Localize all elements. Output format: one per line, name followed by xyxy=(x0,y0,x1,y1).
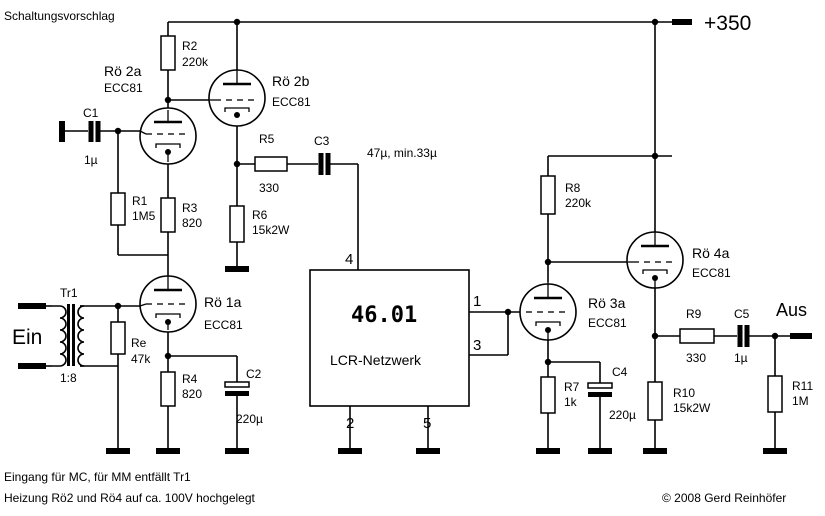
tube-ro1a-name: Rö 1a xyxy=(204,294,242,310)
tube-ro4a-type: ECC81 xyxy=(692,266,731,280)
r3-resistor xyxy=(160,197,176,233)
ground-symbols xyxy=(106,266,787,454)
c5-name: C5 xyxy=(734,307,750,321)
r4-resistor xyxy=(160,371,176,407)
r5-resistor xyxy=(254,156,288,172)
c2-name: C2 xyxy=(246,367,262,381)
r7-value: 1k xyxy=(564,395,578,409)
lcr-pin-1: 1 xyxy=(473,293,481,310)
tube-ro4a-name: Rö 4a xyxy=(692,245,730,261)
r11-value: 1M xyxy=(792,394,809,408)
lcr-module xyxy=(309,269,470,407)
r9-name: R9 xyxy=(686,307,702,321)
r10-name: R10 xyxy=(673,386,695,400)
tube-ro2a xyxy=(139,107,197,165)
c1-capacitor xyxy=(88,121,101,142)
copyright: © 2008 Gerd Reinhöfer xyxy=(662,491,786,505)
lcr-pin-3: 3 xyxy=(473,337,481,354)
capacitors xyxy=(88,121,750,397)
input-label: Ein xyxy=(12,326,42,349)
r2-value: 220k xyxy=(182,55,209,69)
c5-capacitor xyxy=(737,325,750,347)
c1-value: 1µ xyxy=(84,153,98,167)
r6-name: R6 xyxy=(252,208,268,222)
re-value: 47k xyxy=(131,352,151,366)
r4-name: R4 xyxy=(182,372,198,386)
r4-value: 820 xyxy=(182,387,202,401)
tube-ro2b xyxy=(208,69,266,127)
c2-capacitor xyxy=(224,381,250,396)
r7-name: R7 xyxy=(564,380,580,394)
tube-ro2a-name: Rö 2a xyxy=(104,63,142,79)
r3-name: R3 xyxy=(182,201,198,215)
output-label: Aus xyxy=(776,300,807,320)
r1-value: 1M5 xyxy=(132,209,156,223)
r3-value: 820 xyxy=(182,216,202,230)
c1-name: C1 xyxy=(83,106,99,120)
tube-ro2b-type: ECC81 xyxy=(272,95,311,109)
r9-resistor xyxy=(679,328,715,344)
tube-ro3a xyxy=(519,282,577,341)
c3-capacitor xyxy=(318,153,331,175)
tube-ro2a-type: ECC81 xyxy=(104,81,143,95)
r8-value: 220k xyxy=(565,196,592,210)
c4-value: 220µ xyxy=(609,408,636,422)
resistors xyxy=(110,35,783,421)
c3-name: C3 xyxy=(314,134,330,148)
re-resistor xyxy=(110,321,126,355)
r8-name: R8 xyxy=(565,181,581,195)
lcr-pin-5: 5 xyxy=(423,415,431,432)
tube-ro1a xyxy=(139,275,197,333)
r6-value: 15k2W xyxy=(252,223,290,237)
lcr-number: 46.01 xyxy=(351,303,417,328)
page-title: Schaltungsvorschlag xyxy=(4,9,115,23)
r2-resistor xyxy=(160,35,176,71)
tr1-value: 1:8 xyxy=(60,371,77,385)
tube-ro1a-type: ECC81 xyxy=(204,318,243,332)
tube-ro3a-type: ECC81 xyxy=(588,316,627,330)
r10-value: 15k2W xyxy=(673,401,711,415)
lcr-pin-2: 2 xyxy=(346,415,354,432)
r5-name: R5 xyxy=(259,132,275,146)
r5-value: 330 xyxy=(259,181,279,195)
tube-ro4a xyxy=(626,231,684,289)
tube-ro2b-name: Rö 2b xyxy=(272,73,310,89)
r2-name: R2 xyxy=(182,39,198,53)
tube-ro3a-name: Rö 3a xyxy=(588,295,626,311)
c4-name: C4 xyxy=(612,365,628,379)
note-line-2: Heizung Rö2 und Rö4 auf ca. 100V hochgel… xyxy=(4,491,256,505)
r10-resistor xyxy=(647,381,663,421)
r11-name: R11 xyxy=(792,379,813,393)
lcr-name: LCR-Netzwerk xyxy=(330,352,422,368)
r1-resistor xyxy=(110,192,126,226)
r8-resistor xyxy=(540,175,556,215)
c5-value: 1µ xyxy=(734,351,748,365)
r11-resistor xyxy=(767,375,783,413)
r9-value: 330 xyxy=(686,351,706,365)
c2-value: 220µ xyxy=(236,412,263,426)
junctions xyxy=(114,18,779,366)
tr1-name: Tr1 xyxy=(60,286,78,300)
r1-name: R1 xyxy=(132,194,148,208)
c3-value: 47µ, min.33µ xyxy=(367,146,437,160)
terminals xyxy=(18,19,812,369)
r6-resistor xyxy=(229,205,245,243)
note-line-1: Eingang für MC, für MM entfällt Tr1 xyxy=(4,470,191,484)
re-name: Re xyxy=(131,336,147,350)
transformer-tr1 xyxy=(52,304,85,367)
c4-capacitor xyxy=(587,382,613,397)
lcr-pin-4: 4 xyxy=(345,251,353,268)
r7-resistor xyxy=(540,376,556,414)
supply-label: +350 xyxy=(704,12,751,35)
